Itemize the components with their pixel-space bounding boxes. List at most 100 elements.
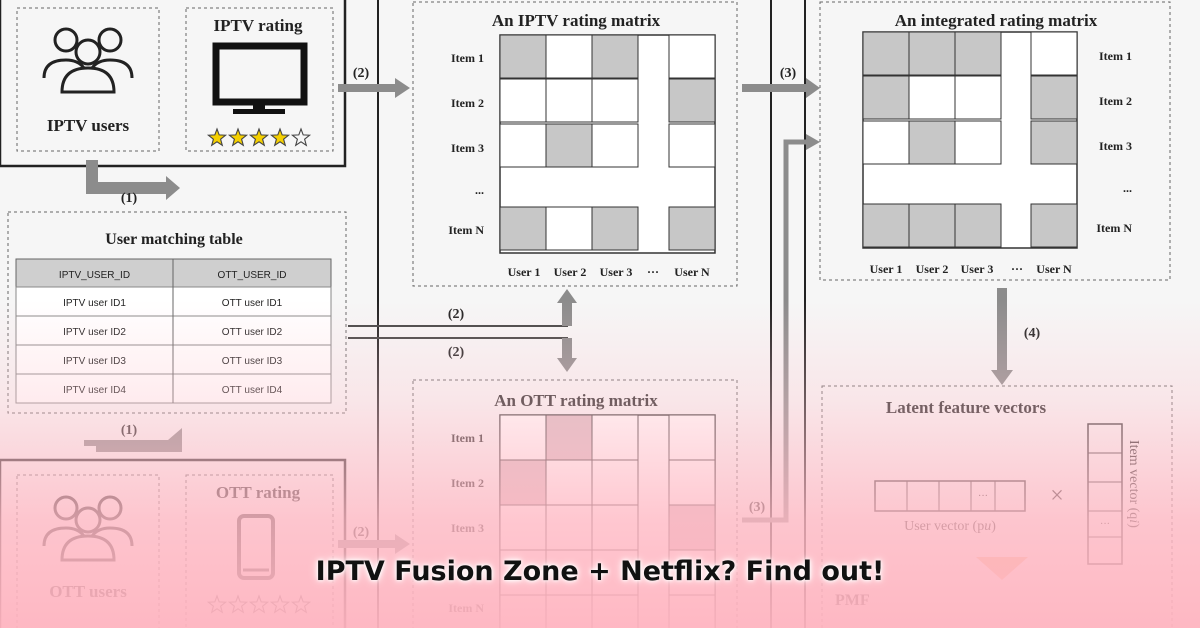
- matrix-cell: [545, 594, 593, 628]
- row-label: Item 3: [451, 141, 484, 155]
- item-vector-label-text: Item vector (q: [1126, 440, 1141, 519]
- iptv-rating-label: IPTV rating: [214, 16, 303, 35]
- user-head: [53, 27, 79, 53]
- ott-matrix-title: An OTT rating matrix: [494, 391, 658, 410]
- matrix-cell: [668, 459, 716, 506]
- star-filled-icon: [269, 127, 291, 147]
- table-cell: IPTV user ID4: [63, 385, 126, 396]
- row-label: ...: [1123, 181, 1132, 195]
- matrix-cell: [591, 78, 639, 123]
- rated-cell: [1030, 203, 1078, 248]
- user-vector-sub: u: [984, 519, 991, 534]
- row-label: Item 2: [451, 96, 484, 110]
- rated-cell: [499, 206, 547, 251]
- rated-cell: [668, 78, 716, 123]
- matrix-cell: [499, 78, 547, 123]
- user-head: [74, 506, 102, 534]
- matrix-cell: [545, 459, 593, 506]
- item-vector: [1087, 423, 1123, 565]
- step-4-label: (4): [1024, 326, 1041, 341]
- item-vector-sub: i: [1126, 519, 1141, 523]
- step-3-label: (3): [780, 66, 797, 81]
- matrix-cell: [499, 504, 547, 551]
- table-header-cell: IPTV_USER_ID: [59, 270, 130, 281]
- matrix-cell: [591, 123, 639, 168]
- column-label: User N: [1036, 262, 1072, 276]
- table-cell: OTT user ID1: [222, 298, 283, 309]
- tv-icon: [212, 42, 308, 114]
- iptv-matrix-title: An IPTV rating matrix: [492, 11, 661, 30]
- ott-rating-label: OTT rating: [216, 483, 301, 502]
- matrix-cell: [908, 75, 956, 120]
- matrix-cell: [668, 123, 716, 168]
- matrix-cell: [668, 34, 716, 79]
- rated-cell: [908, 203, 956, 248]
- headline-caption: IPTV Fusion Zone + Netflix? Find out!: [315, 556, 885, 587]
- step-2-label: (2): [353, 66, 370, 81]
- arrow-step-3-iptv: [742, 78, 820, 98]
- column-label: User N: [674, 265, 710, 279]
- matrix-cell: [499, 414, 547, 461]
- user-head: [97, 495, 123, 521]
- rated-cell: [591, 206, 639, 251]
- user-vector: [874, 480, 1026, 512]
- rated-cell: [668, 504, 716, 551]
- column-label: ···: [1011, 262, 1023, 276]
- column-label: User 2: [554, 265, 587, 279]
- matrix-cell: [499, 123, 547, 168]
- user-body: [60, 66, 116, 94]
- rated-cell: [499, 34, 547, 79]
- rated-cell: [862, 203, 910, 248]
- matrix-cell: [591, 504, 639, 551]
- column-label: User 1: [508, 265, 541, 279]
- rated-cell: [545, 123, 593, 168]
- row-label: Item 2: [1099, 94, 1132, 108]
- user-vector-ellipsis: ···: [978, 491, 988, 502]
- column-label: User 3: [600, 265, 633, 279]
- rated-cell: [908, 31, 956, 76]
- users-icon: [42, 27, 134, 94]
- star-empty-icon: [290, 127, 312, 147]
- star-empty-icon: [248, 594, 270, 614]
- row-label: ...: [475, 183, 484, 197]
- star-filled-icon: [206, 127, 228, 147]
- row-label: Item N: [448, 601, 484, 615]
- matrix-cell: [668, 414, 716, 461]
- arrow-step-4: [991, 288, 1013, 385]
- matrix-cell: [668, 594, 716, 628]
- star-filled-icon: [227, 127, 249, 147]
- times-symbol: ×: [1050, 483, 1064, 509]
- rated-cell: [862, 31, 910, 76]
- row-label: Item 2: [451, 476, 484, 490]
- integrated-matrix-title: An integrated rating matrix: [895, 11, 1098, 30]
- user-head: [74, 38, 102, 66]
- matrix-cell: [1030, 31, 1078, 76]
- latent-title: Latent feature vectors: [886, 398, 1047, 417]
- row-label: Item N: [448, 223, 484, 237]
- matrix-cell: [954, 120, 1002, 165]
- arrow-step-2-iptv: [338, 78, 410, 98]
- rated-cell: [908, 120, 956, 165]
- star-empty-icon: [290, 594, 312, 614]
- item-vector-label: Item vector (qi): [1126, 440, 1141, 528]
- item-vector-ellipsis: ···: [1100, 519, 1110, 530]
- rated-cell: [954, 31, 1002, 76]
- matrix-cell: [499, 594, 547, 628]
- arrow-step-1-ott-bar: [84, 440, 182, 446]
- star-empty-icon: [269, 594, 291, 614]
- matrix-cell: [591, 459, 639, 506]
- user-vector-label-text: User vector (p: [904, 519, 984, 534]
- star-empty-icon: [227, 594, 249, 614]
- user-vector-label: User vector (pu): [904, 519, 996, 534]
- user-head: [53, 495, 79, 521]
- rated-cell: [591, 34, 639, 79]
- rated-cell: [545, 414, 593, 461]
- table-cell: IPTV user ID2: [63, 327, 126, 338]
- rated-cell: [862, 75, 910, 120]
- column-label: ···: [647, 265, 659, 279]
